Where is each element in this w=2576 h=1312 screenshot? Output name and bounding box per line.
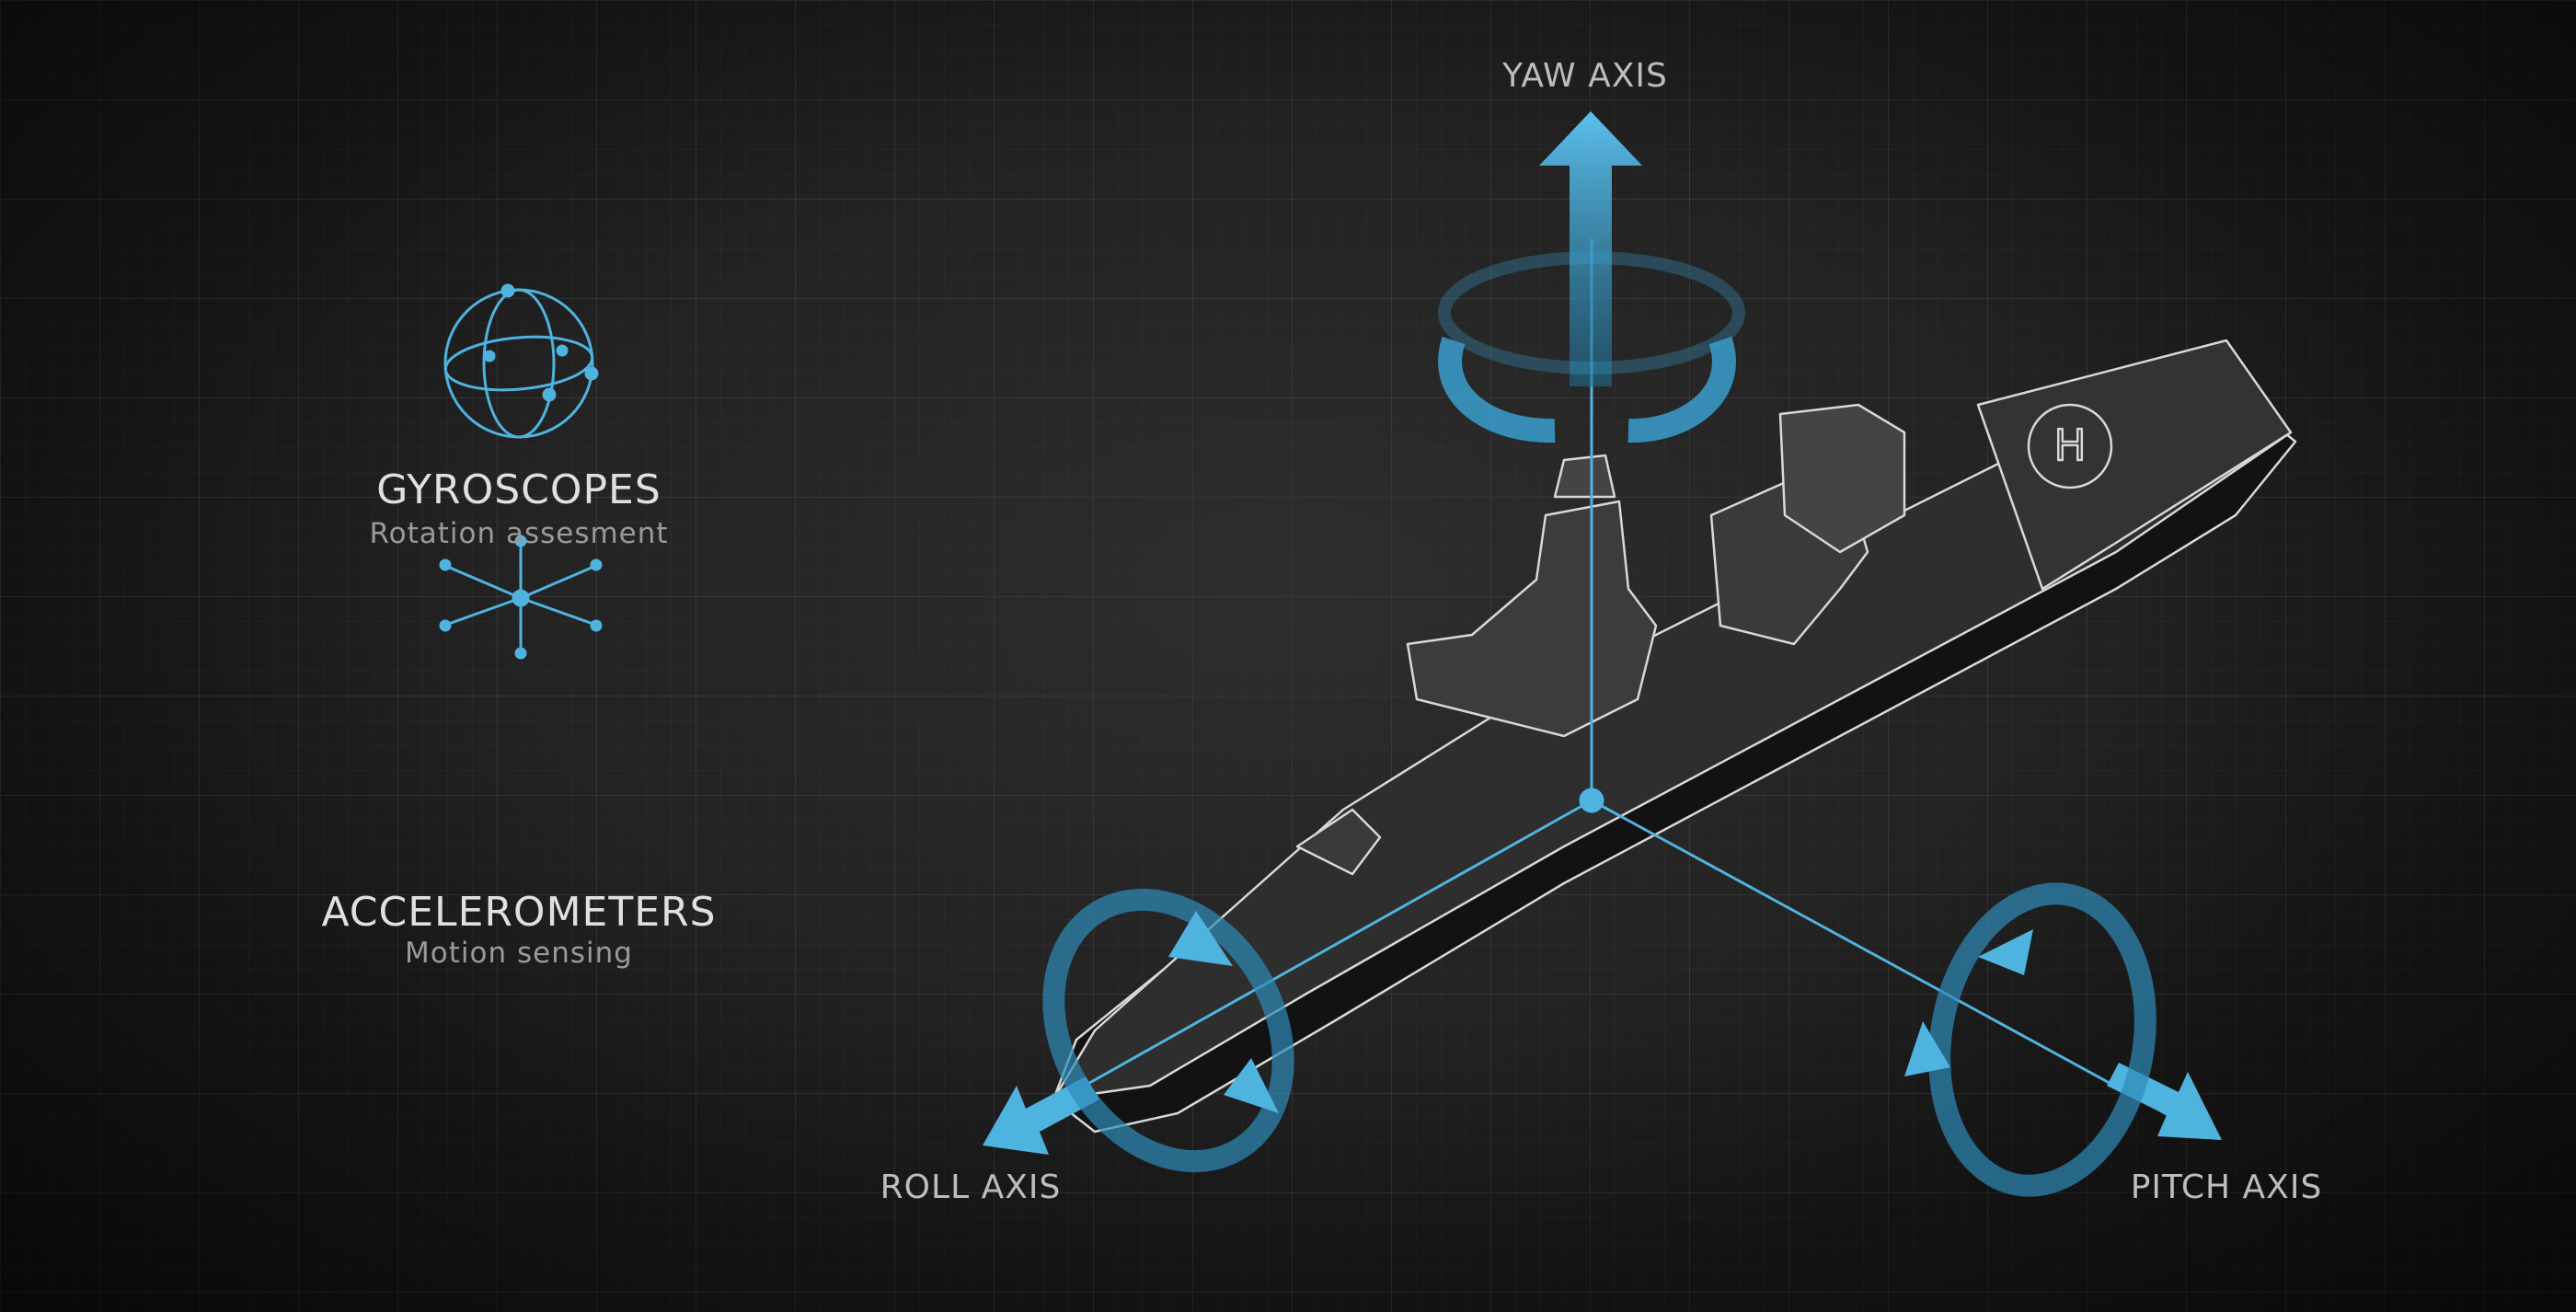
yaw-axis-label: YAW AXIS (1502, 57, 1668, 95)
yaw-arrow (1438, 111, 1745, 443)
gyroscopes-subtitle: Rotation assesment (369, 517, 669, 550)
accelerometers-subtitle: Motion sensing (405, 937, 633, 970)
svg-text:H: H (2054, 420, 2087, 470)
pitch-axis-label: PITCH AXIS (2130, 1168, 2323, 1206)
roll-axis-label: ROLL AXIS (880, 1168, 1062, 1206)
gyroscope-icon (443, 283, 599, 439)
roll-arrow (983, 888, 1294, 1173)
gyroscopes-title: GYROSCOPES (376, 466, 661, 513)
accelerometers-title: ACCELEROMETERS (321, 889, 717, 936)
center-of-rotation-dot (1579, 788, 1604, 813)
pitch-arrow (1904, 882, 2222, 1197)
ship-model: H (1052, 339, 2297, 1134)
accelerometer-icon (439, 535, 603, 660)
